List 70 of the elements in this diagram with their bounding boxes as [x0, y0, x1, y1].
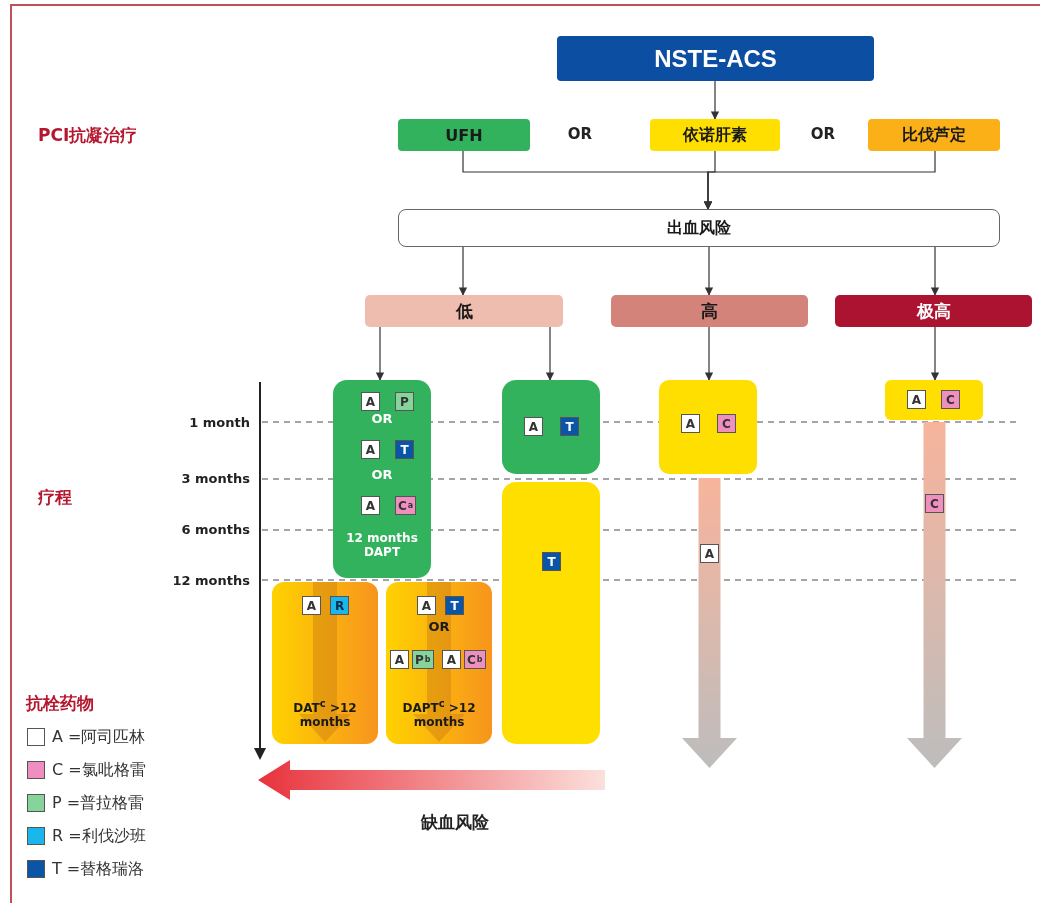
- drug-badge: A: [302, 596, 321, 615]
- duration-arrow: [907, 422, 962, 768]
- arrow: [458, 246, 468, 296]
- time-label: 12 months: [171, 572, 250, 590]
- drug-badge: A: [390, 650, 409, 669]
- drug-badge: T: [542, 552, 561, 571]
- drug-badge: A: [907, 390, 926, 409]
- section-heading: PCI抗凝治疗: [38, 124, 139, 147]
- drug-badge: A: [524, 417, 543, 436]
- duration-text: 12 months DAPT: [345, 532, 419, 560]
- drug-badge: P: [395, 392, 414, 411]
- or-text: OR: [809, 124, 837, 145]
- section-heading: 疗程: [38, 486, 73, 509]
- time-label: 1 month: [188, 414, 250, 432]
- legend-text: A =阿司匹林: [52, 727, 146, 748]
- risk-level-box: 低: [365, 295, 563, 327]
- drug-badge: T: [560, 417, 579, 436]
- axis-label: 缺血风险: [419, 811, 490, 834]
- arrow: [375, 326, 385, 381]
- or-text: OR: [566, 124, 594, 145]
- regimen-box: [386, 582, 492, 744]
- drug-badge: A: [442, 650, 461, 669]
- drug-badge: T: [445, 596, 464, 615]
- arrow: [930, 326, 940, 381]
- legend-text: T =替格瑞洛: [52, 859, 145, 880]
- duration-text: DAT$^{c}$ >12 months: [292, 698, 358, 730]
- regimen-box: [502, 380, 600, 474]
- arrow: [703, 150, 936, 210]
- section-heading: 抗栓药物: [26, 692, 95, 715]
- drug-badge: C: [925, 494, 944, 513]
- legend-text: R =利伐沙班: [52, 826, 146, 847]
- drug-badge: T: [395, 440, 414, 459]
- regimen-box: [333, 380, 431, 578]
- drug-badge: A: [417, 596, 436, 615]
- drug-badge: C$^{a}$: [395, 496, 417, 515]
- arrow: [704, 246, 714, 296]
- drug-badge: A: [361, 496, 380, 515]
- drug-badge: A: [361, 392, 380, 411]
- arrow: [710, 80, 720, 120]
- or-text: OR: [427, 620, 451, 635]
- regimen-box: [502, 482, 600, 744]
- risk-level-box: 极高: [835, 295, 1032, 327]
- drug-badge: C$^{b}$: [464, 650, 486, 669]
- option-box: 比伐芦定: [868, 119, 1000, 151]
- time-label: 6 months: [180, 521, 250, 539]
- arrow: [704, 326, 714, 381]
- drug-badge: C: [717, 414, 736, 433]
- arrow: [930, 246, 940, 296]
- option-box: UFH: [398, 119, 530, 151]
- drug-badge: A: [361, 440, 380, 459]
- legend-text: P =普拉格雷: [52, 793, 145, 814]
- drug-badge: A: [681, 414, 700, 433]
- legend-text: C =氯吡格雷: [52, 760, 146, 781]
- risk-box: 出血风险: [398, 209, 1000, 247]
- duration-arrow: [682, 478, 737, 768]
- risk-level-box: 高: [611, 295, 808, 327]
- regimen-box: [272, 582, 378, 744]
- drug-badge: P$^{b}$: [412, 650, 434, 669]
- or-text: OR: [370, 468, 394, 483]
- duration-text: DAPT$^{c}$ >12 months: [401, 698, 477, 730]
- title-box: NSTE-ACS: [557, 36, 874, 81]
- drug-badge: R: [330, 596, 349, 615]
- arrow: [545, 326, 555, 381]
- regimen-box: [659, 380, 757, 474]
- time-label: 3 months: [180, 470, 250, 488]
- drug-badge: A: [700, 544, 719, 563]
- option-box: 依诺肝素: [650, 119, 780, 151]
- or-text: OR: [370, 412, 394, 427]
- drug-badge: C: [941, 390, 960, 409]
- regimen-box: [885, 380, 983, 420]
